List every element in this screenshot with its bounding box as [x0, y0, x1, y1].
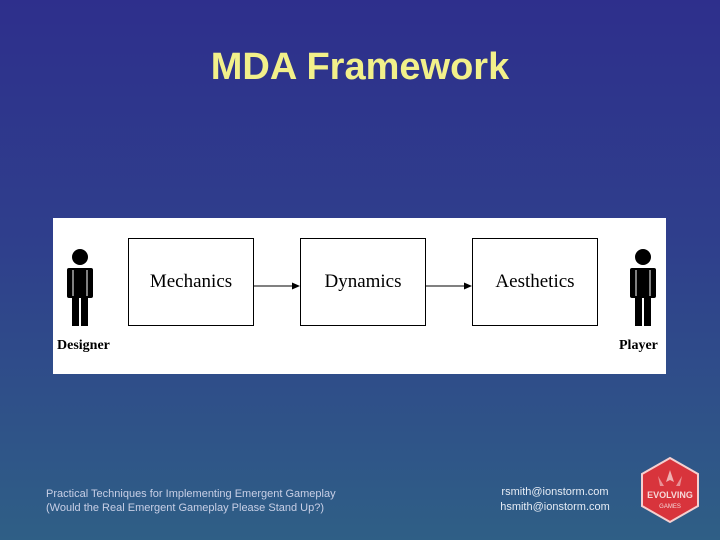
designer-label: Designer — [57, 338, 110, 353]
player-icon — [630, 249, 656, 326]
mda-diagram: Designer Mechanics Dynamics Aesthetics P… — [53, 218, 666, 374]
footer-line-1: Practical Techniques for Implementing Em… — [46, 488, 336, 500]
designer-icon — [67, 249, 93, 326]
slide-title: MDA Framework — [210, 46, 510, 88]
footer-line-2: (Would the Real Emergent Gameplay Please… — [46, 502, 324, 514]
mechanics-box: Mechanics — [128, 238, 254, 326]
arrow-mechanics-to-dynamics — [254, 282, 300, 290]
logo-text: EVOLVING — [647, 490, 693, 500]
arrow-dynamics-to-aesthetics — [426, 282, 472, 290]
footer-email-1: rsmith@ionstorm.com — [501, 486, 609, 498]
aesthetics-box: Aesthetics — [472, 238, 598, 326]
footer-talk-title: Practical Techniques for Implementing Em… — [46, 487, 336, 515]
player-label: Player — [619, 338, 658, 353]
evolving-games-logo: EVOLVING GAMES — [641, 456, 699, 524]
footer-email-2: hsmith@ionstorm.com — [500, 501, 610, 513]
footer-contacts: rsmith@ionstorm.com hsmith@ionstorm.com — [490, 485, 620, 515]
dynamics-box: Dynamics — [300, 238, 426, 326]
logo-subtext: GAMES — [659, 504, 681, 510]
